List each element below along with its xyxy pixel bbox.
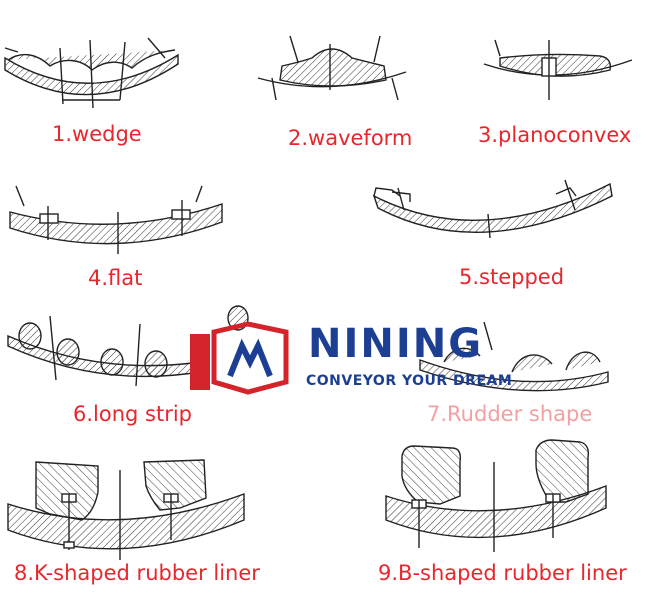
brand-wordmark: NINING — [308, 321, 484, 367]
flat-liner-drawing — [9, 185, 223, 254]
liner-label-long-strip: 6.long strip — [73, 402, 193, 426]
liner-label-flat: 4.flat — [88, 266, 143, 290]
liner-label-wedge: 1.wedge — [52, 122, 142, 146]
liner-label-planoconvex: 3.planoconvex — [478, 123, 632, 147]
liner-label-stepped: 5.stepped — [459, 265, 565, 289]
k-shaped-liner-drawing — [7, 459, 245, 560]
liner-label-k-shaped: 8.K-shaped rubber liner — [14, 561, 260, 585]
brand-watermark-logo: NINING CONVEYOR YOUR DREAM — [186, 318, 512, 400]
liner-label-waveform: 2.waveform — [288, 126, 413, 150]
waveform-liner-drawing — [257, 35, 407, 101]
b-shaped-liner-drawing — [385, 439, 607, 552]
brand-tagline: CONVEYOR YOUR DREAM — [306, 373, 513, 389]
stepped-liner-drawing — [372, 179, 613, 239]
rudder-shape-liner-drawing — [419, 321, 609, 392]
wedge-liner-drawing — [4, 37, 179, 109]
liner-label-rudder-shape: 7.Rudder shape — [427, 402, 593, 426]
planoconvex-liner-drawing — [483, 39, 633, 100]
brand-mark-icon — [190, 321, 289, 395]
liner-label-b-shaped: 9.B-shaped rubber liner — [378, 561, 627, 585]
